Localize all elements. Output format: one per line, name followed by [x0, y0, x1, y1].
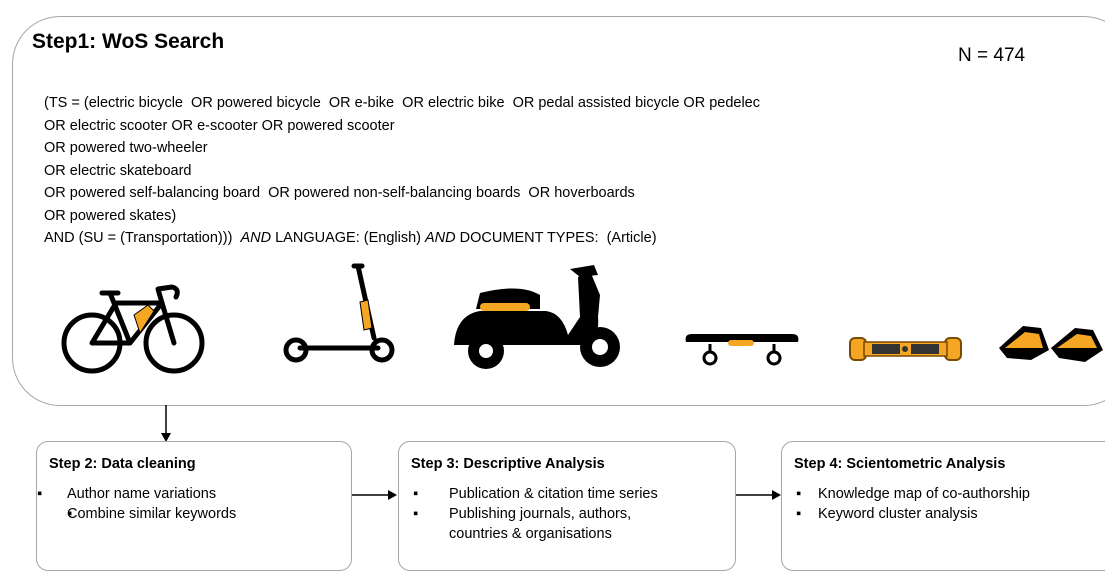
- skates-icon: [999, 326, 1103, 362]
- bullet-icon: ▪: [413, 486, 419, 502]
- bullet-icon: ▪: [796, 506, 802, 522]
- list-item-text: Publication & citation time series: [449, 486, 658, 502]
- step4-list: ▪ Knowledge map of co-authorship ▪ Keyword…: [782, 484, 1030, 524]
- bullet-icon: ▪: [796, 486, 802, 502]
- list-item-text: Combine similar keywords: [67, 506, 237, 522]
- query-line: OR electric scooter OR e-scooter OR powe…: [44, 117, 395, 134]
- list-item-continuation: countries & organisations: [399, 524, 658, 544]
- right-arrow: [736, 490, 781, 500]
- step2-title: Step 2: Data cleaning: [49, 456, 196, 472]
- list-item: ▪ Publication & citation time series: [399, 484, 658, 504]
- list-item-text: Author name variations: [67, 486, 217, 502]
- list-item: ▪ Author name variations: [37, 484, 236, 504]
- bullet-icon: ▪: [413, 506, 419, 522]
- query-line: OR electric skateboard: [44, 162, 192, 179]
- list-item: ▪Combine similar keywords: [37, 504, 236, 524]
- bicycle-icon: [61, 284, 205, 374]
- bullet-icon: ▪: [37, 486, 43, 502]
- step4-title: Step 4: Scientometric Analysis: [794, 456, 1006, 472]
- query-part: LANGUAGE: (English): [271, 230, 426, 246]
- query-operator: AND: [240, 230, 272, 246]
- query-part: AND (SU = (Transportation))): [44, 230, 241, 246]
- moped-icon: [454, 265, 620, 369]
- list-item: ▪ Keyword cluster analysis: [782, 504, 1030, 524]
- list-item: ▪ Publishing journals, authors,: [399, 504, 658, 524]
- list-item-text: Keyword cluster analysis: [818, 506, 978, 522]
- step3-list: ▪ Publication & citation time series ▪ Pub…: [399, 484, 658, 544]
- list-item-text: Knowledge map of co-authorship: [818, 486, 1030, 502]
- query-line: (TS = (electric bicycle OR powered bicyc…: [44, 95, 761, 111]
- step2-box: Step 2: Data cleaning ▪ Author name varia…: [36, 441, 352, 571]
- query-line: OR powered self-balancing board OR power…: [44, 185, 635, 201]
- down-arrow: [161, 405, 171, 442]
- list-item-text: countries & organisations: [449, 526, 612, 542]
- query-line: OR powered two-wheeler: [44, 140, 208, 156]
- list-item: ▪ Knowledge map of co-authorship: [782, 484, 1030, 504]
- step3-title: Step 3: Descriptive Analysis: [411, 456, 605, 472]
- right-arrow: [352, 490, 397, 500]
- step3-box: Step 3: Descriptive Analysis ▪ Publicatio…: [398, 441, 736, 571]
- query-line: OR powered skates): [44, 207, 177, 224]
- list-item-text: Publishing journals, authors,: [449, 506, 632, 522]
- query-part: DOCUMENT TYPES: (Article): [455, 230, 657, 246]
- step4-box: Step 4: Scientometric Analysis ▪ Knowledg…: [781, 441, 1105, 571]
- query-operator: AND: [425, 230, 456, 246]
- query-line-last: AND (SU = (Transportation))) AND LANGUAG…: [44, 227, 760, 250]
- bullet-icon: ▪: [67, 506, 73, 522]
- record-count: N = 474: [958, 45, 1026, 66]
- hoverboard-icon: [849, 337, 962, 361]
- skateboard-icon: [685, 334, 799, 366]
- scooter-icon: [283, 263, 395, 363]
- step2-list: ▪Author name variations ▪Combine similar…: [37, 484, 236, 524]
- search-query: (TS = (electric bicycle OR powered bicyc…: [44, 92, 760, 250]
- step1-title: Step1: WoS Search: [32, 30, 225, 53]
